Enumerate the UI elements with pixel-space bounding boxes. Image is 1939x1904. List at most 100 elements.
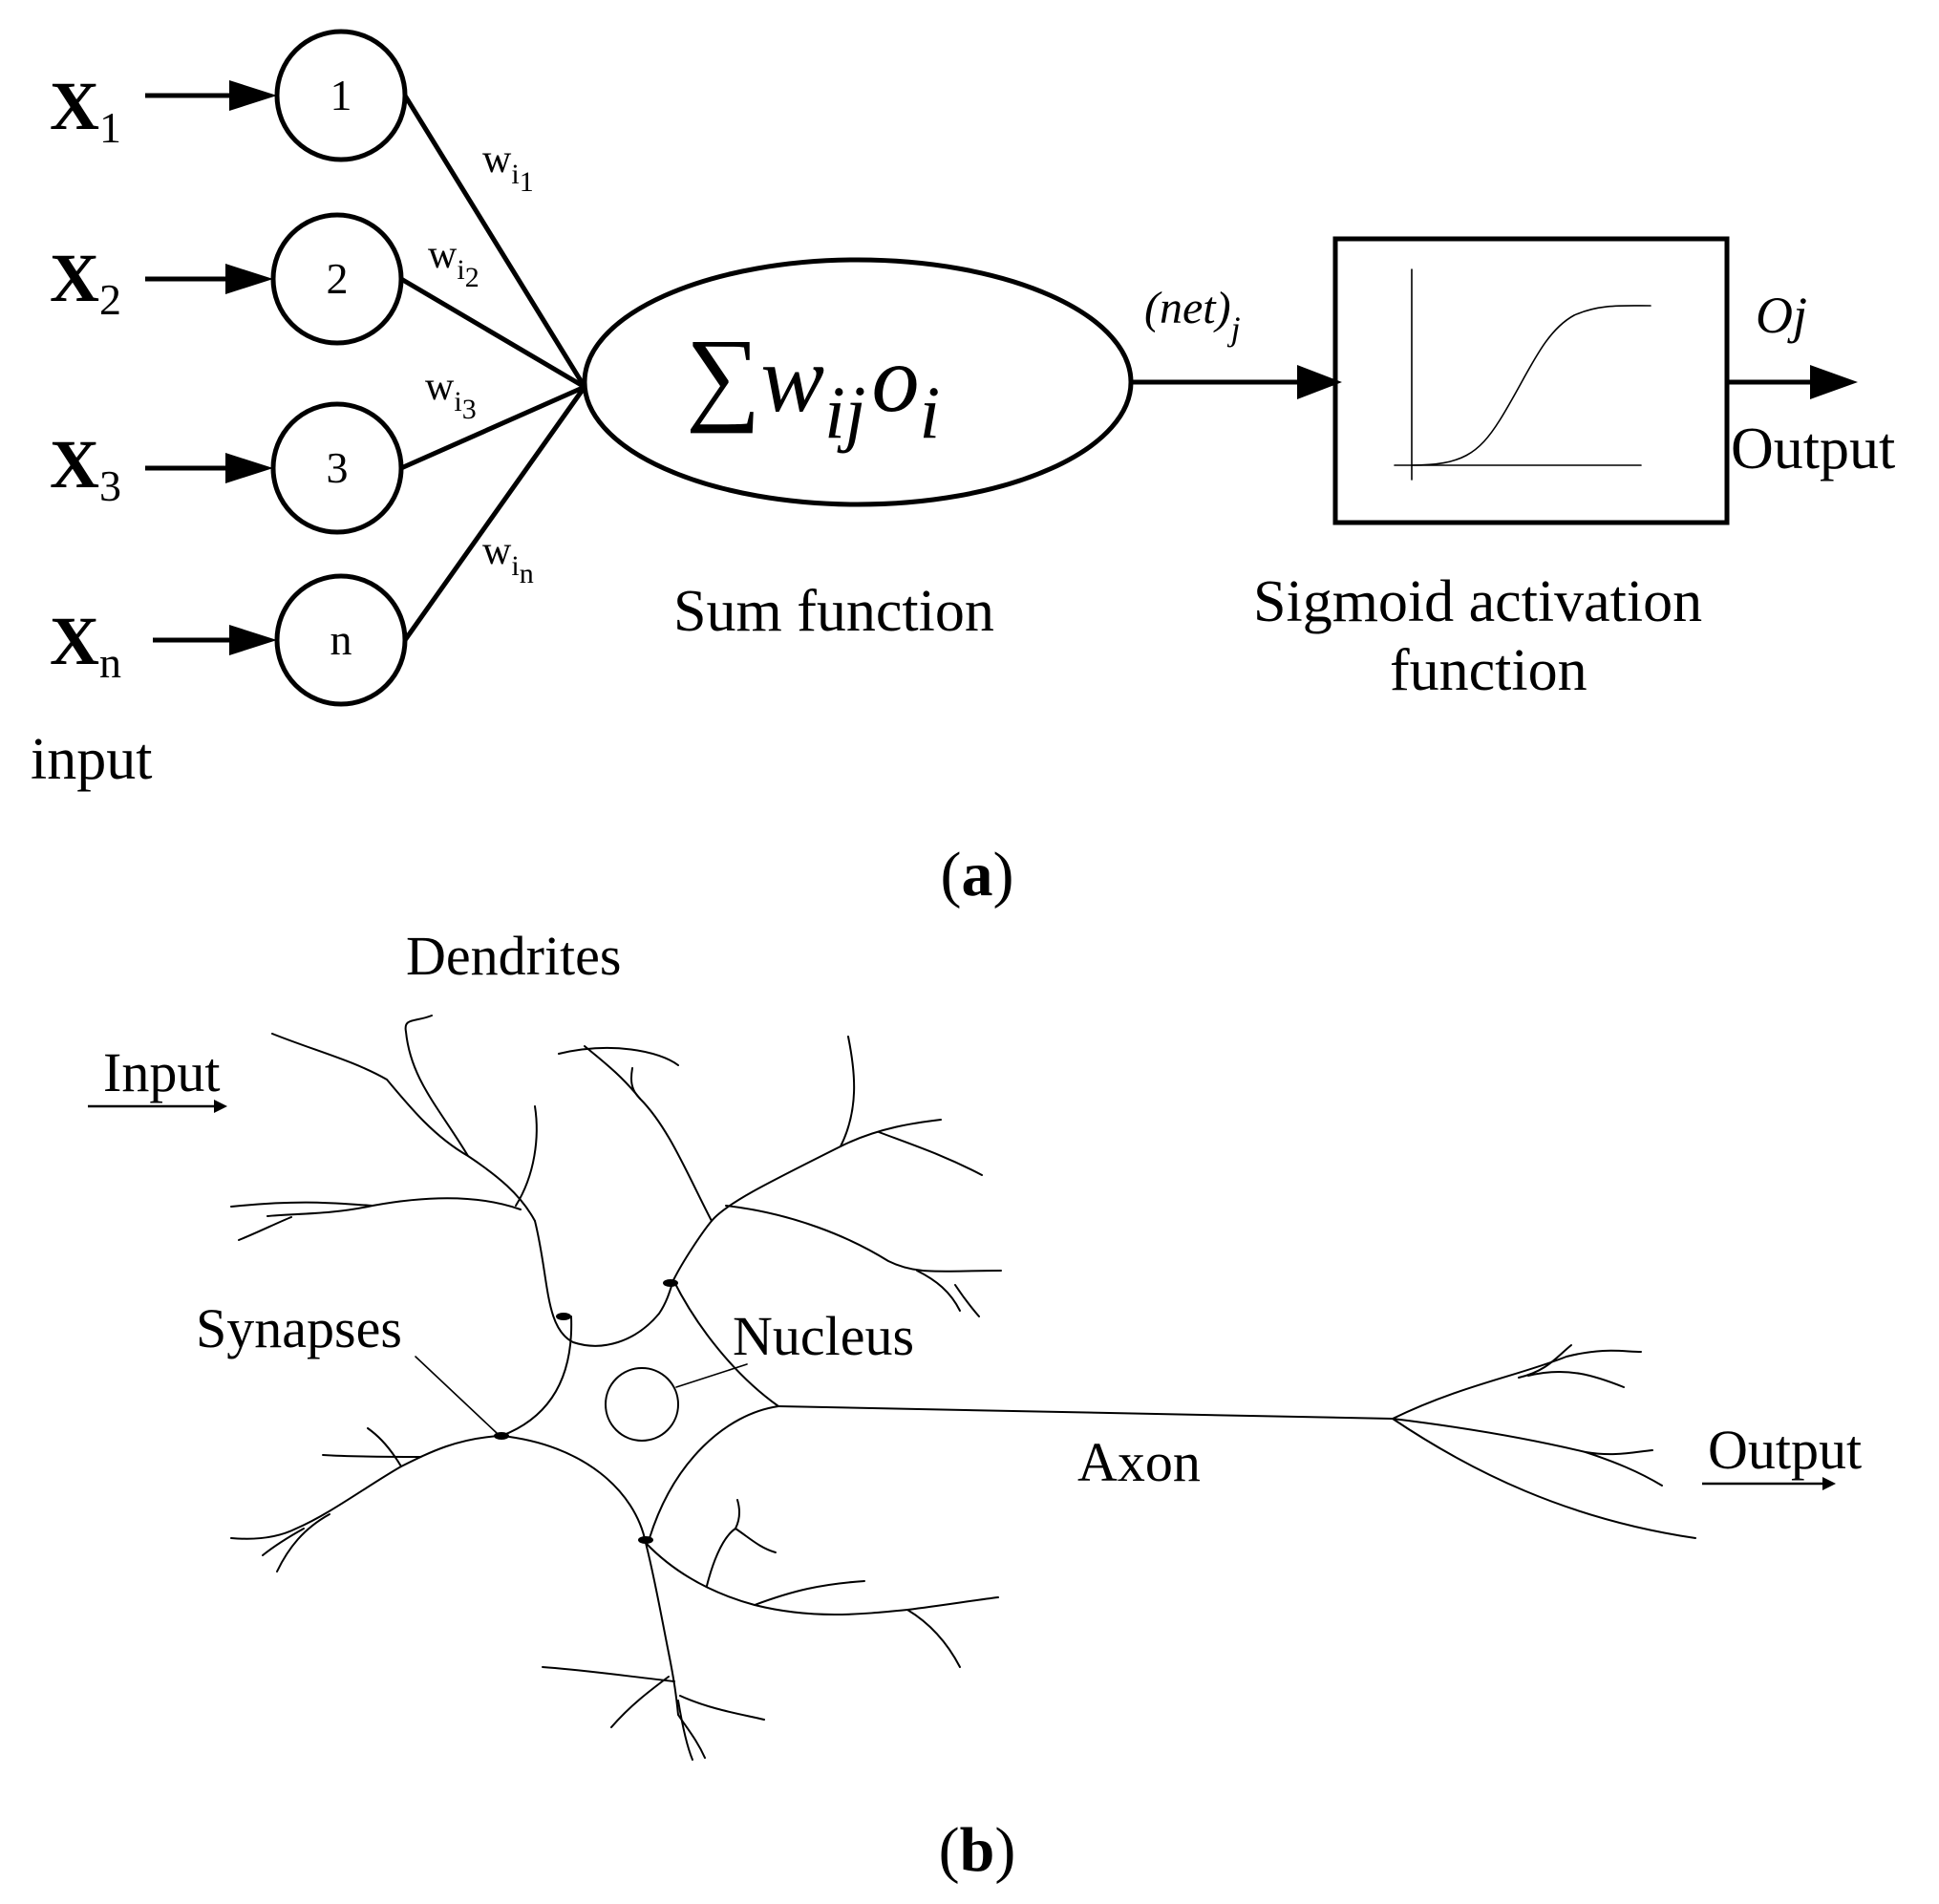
input-arrowhead-3 [225,453,273,483]
input-label: input [31,727,152,792]
dendrite-lower-right-1 [645,1542,999,1615]
weight-label-n: win [482,529,534,589]
dendrites-label: Dendrites [406,925,622,987]
neuron-cell [230,1015,1696,1761]
soma-top-edge [534,1220,674,1347]
nucleus-pointer [675,1363,748,1388]
dendrite-lower-center-3 [610,1676,670,1728]
axon-terminal-1 [1392,1349,1642,1420]
soma-left-edge [501,1316,573,1437]
dendrite-upper-left-2 [404,1015,469,1157]
dendrite-upper-right-8 [954,1284,980,1317]
output-symbol: Oj [1756,287,1807,344]
output-label-b: Output [1708,1419,1862,1481]
panel-a: X1 1 wi1 X2 2 wi2 X3 3 wi3 [31,29,1895,909]
sum-function-label: Sum function [673,579,994,644]
synapses-pointer [415,1356,498,1434]
input-node-n-label: n [330,615,352,664]
axon-label: Axon [1077,1431,1201,1493]
input-row-1: X1 1 wi1 [50,29,587,389]
panel-b-label: (b) [939,1815,1016,1885]
dendrite-lower-left-3 [367,1427,402,1467]
output-label: Output [1731,417,1895,481]
axon-terminal-2 [1392,1418,1653,1456]
dendrite-lower-center-5 [677,1700,693,1761]
input-x3-label: X3 [50,426,121,510]
synapse-2 [663,1279,678,1287]
soma-lower-right-edge [649,1405,779,1539]
weight-label-2: wi2 [428,233,479,293]
dendrite-lower-right-4 [706,1499,741,1587]
dendrite-upper-left-4 [266,1197,522,1217]
input-arrowhead-n [229,625,277,655]
panel-a-label: (a) [941,840,1014,909]
dendrite-lower-left-5 [262,1528,305,1556]
input-row-2: X2 2 wi2 [50,212,586,390]
dendrite-upper-left-5 [230,1201,373,1208]
output-arrowhead-b [1822,1477,1836,1490]
axon-terminal-3 [1392,1418,1696,1539]
dendrite-upper-right-3 [630,1067,641,1100]
weight-line-1 [402,94,587,389]
output-arrowhead [1810,365,1858,399]
synapse-3 [494,1432,509,1440]
weight-label-1: wi1 [482,138,534,198]
soma-lower-left-edge [501,1435,647,1544]
net-arrowhead [1297,365,1342,399]
sigmoid-label-line2: function [1390,638,1587,703]
input-arrowhead-2 [225,264,273,294]
dendrite-upper-right-2 [584,1045,713,1222]
axon [778,1405,1394,1420]
synapse-4 [638,1536,653,1544]
dendrite-lower-right-2 [754,1580,865,1606]
input-x2-label: X2 [50,240,121,324]
nucleus-label: Nucleus [733,1305,914,1367]
nucleus [605,1367,679,1442]
input-node-2-label: 2 [327,254,349,303]
dendrite-lower-center-4 [679,1695,765,1721]
input-arrowhead-b [214,1100,227,1113]
axon-terminal-1c [1518,1344,1572,1379]
dendrite-upper-center [558,1047,679,1066]
input-xn-label: Xn [50,603,121,687]
input-arrowhead-1 [229,80,277,111]
dendrite-upper-left-6 [238,1216,292,1241]
input-node-3-label: 3 [327,443,349,492]
dendrite-upper-left-3 [515,1105,538,1207]
dendrite-upper-right-5 [878,1131,983,1176]
sigmoid-label-line1: Sigmoid activation [1253,569,1702,634]
input-x1-label: X1 [50,68,121,152]
dendrite-upper-right-7 [916,1270,961,1312]
dendrite-lower-right-3 [906,1609,961,1668]
input-node-1-label: 1 [330,71,352,119]
sigmoid-curve [1411,305,1651,466]
input-row-3: X3 3 wi3 [50,365,586,535]
axon-terminal-1b [1527,1370,1625,1388]
weight-line-2 [399,276,586,390]
soma-right-edge [672,1279,779,1407]
input-label-b: Input [103,1041,220,1103]
dendrite-upper-right-1 [672,1119,942,1281]
weight-line-n [402,385,587,642]
sum-formula: ∑wijoi [686,317,940,454]
synapse-1 [556,1313,571,1320]
sigmoid-activation-box [1332,236,1730,525]
dendrite-lower-right-5 [735,1528,777,1553]
dendrite-upper-left-1 [271,1033,536,1222]
weight-line-3 [399,384,586,471]
dendrite-lower-center-1 [645,1542,706,1759]
axon-terminal-2b [1585,1451,1663,1487]
dendrite-lower-left-4 [276,1513,330,1572]
dendrite-upper-right-4 [840,1036,856,1147]
synapses-label: Synapses [196,1297,402,1359]
dendrite-lower-left-2 [322,1454,421,1458]
net-label: (net)j [1144,283,1241,348]
dendrite-upper-right-6 [725,1205,1002,1273]
panel-b: Dendrites Input [88,925,1862,1885]
dendrite-lower-center-2 [542,1666,675,1682]
dendrite-lower-left-1 [230,1435,502,1540]
weight-label-3: wi3 [425,365,477,425]
input-row-n: Xn n win [50,385,587,707]
